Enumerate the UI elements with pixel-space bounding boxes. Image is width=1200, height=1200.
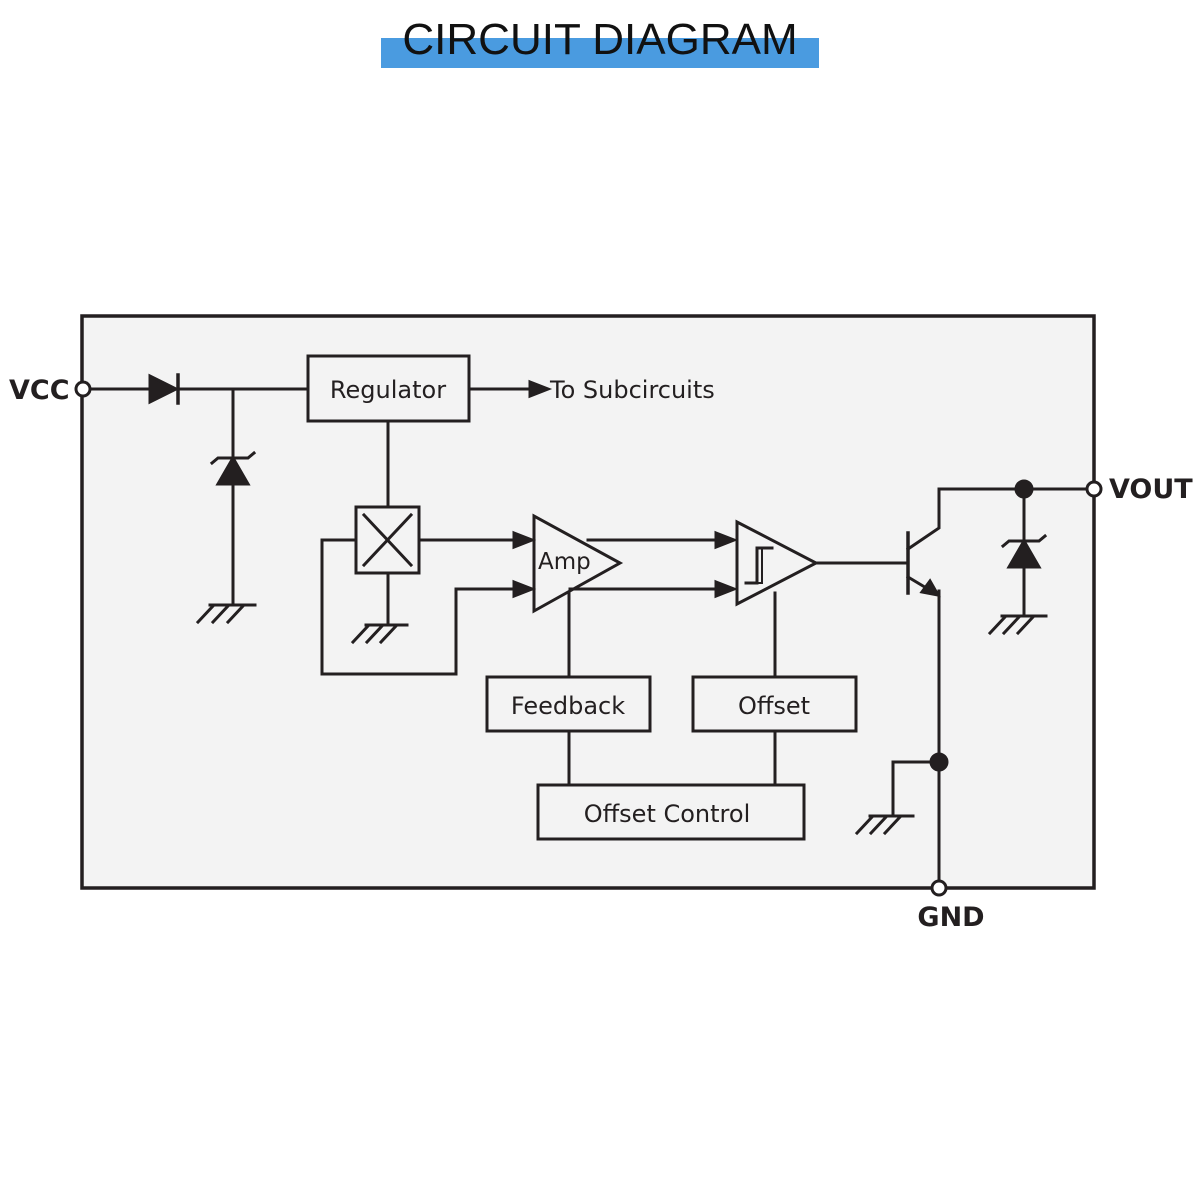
- vcc-zener-diode: [209, 387, 257, 606]
- ground-symbol: [854, 814, 915, 836]
- ground-symbol: [195, 603, 257, 625]
- vcc-pin-label: VCC: [9, 375, 70, 406]
- gnd-pin-terminal: [930, 879, 948, 897]
- title-accent-bar: [381, 38, 819, 68]
- amp-label: Amp: [538, 549, 591, 575]
- feedback-label: Feedback: [511, 692, 625, 720]
- vcc-pin-terminal: [74, 380, 92, 398]
- offset-label: Offset: [738, 692, 810, 720]
- to-subcircuits-label: To Subcircuits: [549, 376, 715, 404]
- diagram-title: CIRCUIT DIAGRAM: [381, 14, 819, 70]
- package-outline: [80, 314, 1096, 890]
- amp-triangle: [532, 513, 624, 614]
- vout-pin-label: VOUT: [1109, 474, 1193, 505]
- ground-symbol: [987, 614, 1048, 636]
- input-diode: [88, 373, 310, 405]
- output-zener-diode: [1000, 487, 1048, 617]
- npn-transistor: [905, 487, 1089, 882]
- offset-control-block: [536, 783, 806, 841]
- schmitt-comparator: [735, 519, 820, 607]
- regulator-label: Regulator: [330, 376, 446, 404]
- ground-symbol: [350, 623, 409, 645]
- offset-control-label: Offset Control: [584, 800, 751, 828]
- arrow-to-subcircuits: [528, 379, 553, 399]
- gnd-pin-label: GND: [917, 902, 984, 933]
- vout-pin-terminal: [1085, 480, 1103, 498]
- title-text: CIRCUIT DIAGRAM: [402, 15, 798, 64]
